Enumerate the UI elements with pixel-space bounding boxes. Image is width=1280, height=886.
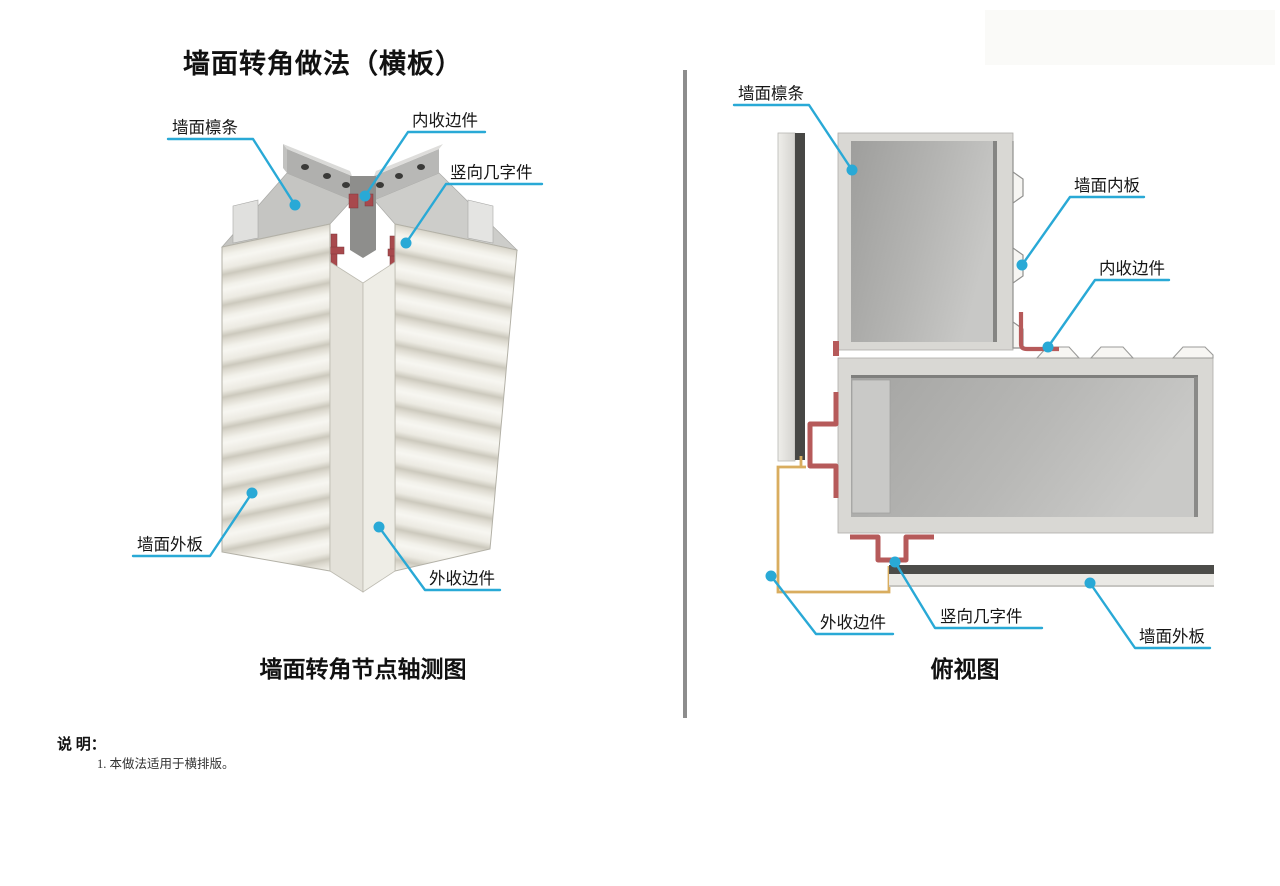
plan-left-wall-panel: [777, 132, 805, 462]
plan-red-stub: [833, 341, 839, 356]
label-inner-edge-trim: 内收边件: [412, 111, 478, 130]
purlin-end-cap: [467, 199, 494, 244]
label-wall-outer-panel: 墙面外板: [137, 535, 203, 554]
leader-dots: [246, 164, 1096, 589]
label-vertical-hat-piece: 竖向几字件: [450, 163, 533, 182]
plan-view: [776, 132, 1214, 594]
view-divider: [683, 70, 687, 718]
plan-bottom-wall-panel: [889, 565, 1214, 587]
label-wall-purlin: 墙面檩条: [738, 84, 804, 103]
plan-purlin-upper: [837, 132, 1014, 351]
purlin-end-cap: [232, 199, 259, 244]
purlin-flange-right: [374, 144, 443, 200]
corner-trim: [329, 261, 396, 593]
label-outer-edge-trim: 外收边件: [820, 613, 886, 632]
scan-artifact: [985, 10, 1275, 65]
plan-liner-ribs: [1035, 346, 1214, 359]
label-wall-purlin: 墙面檩条: [172, 118, 238, 137]
axon-labels: 墙面檩条 内收边件 竖向几字件 墙面外板 外收边件: [137, 111, 533, 588]
leader-lines: [131, 103, 1212, 650]
plan-purlin-lower: [837, 357, 1214, 534]
label-wall-inner-panel: 墙面内板: [1074, 176, 1140, 195]
corner-slot: [350, 176, 376, 258]
plan-view-caption: 俯视图: [930, 657, 1000, 682]
sheet-title: 墙面转角做法（横板）: [183, 49, 463, 79]
notes-item: 1. 本做法适用于横排版。: [97, 757, 235, 771]
label-outer-edge-trim: 外收边件: [429, 569, 495, 588]
purlin-flange-left: [283, 144, 352, 200]
notes-heading: 说 明：: [57, 737, 106, 753]
corrugated-panel-left: [221, 223, 331, 572]
label-wall-outer-panel: 墙面外板: [1139, 627, 1205, 646]
corrugated-panel-right: [394, 223, 518, 572]
label-vertical-hat-piece: 竖向几字件: [940, 607, 1023, 626]
axon-view-caption: 墙面转角节点轴测图: [259, 657, 467, 682]
plan-labels: 墙面檩条 墙面内板 内收边件 外收边件 竖向几字件 墙面外板: [738, 84, 1205, 646]
axon-view: [221, 144, 519, 593]
label-inner-edge-trim: 内收边件: [1099, 259, 1165, 278]
